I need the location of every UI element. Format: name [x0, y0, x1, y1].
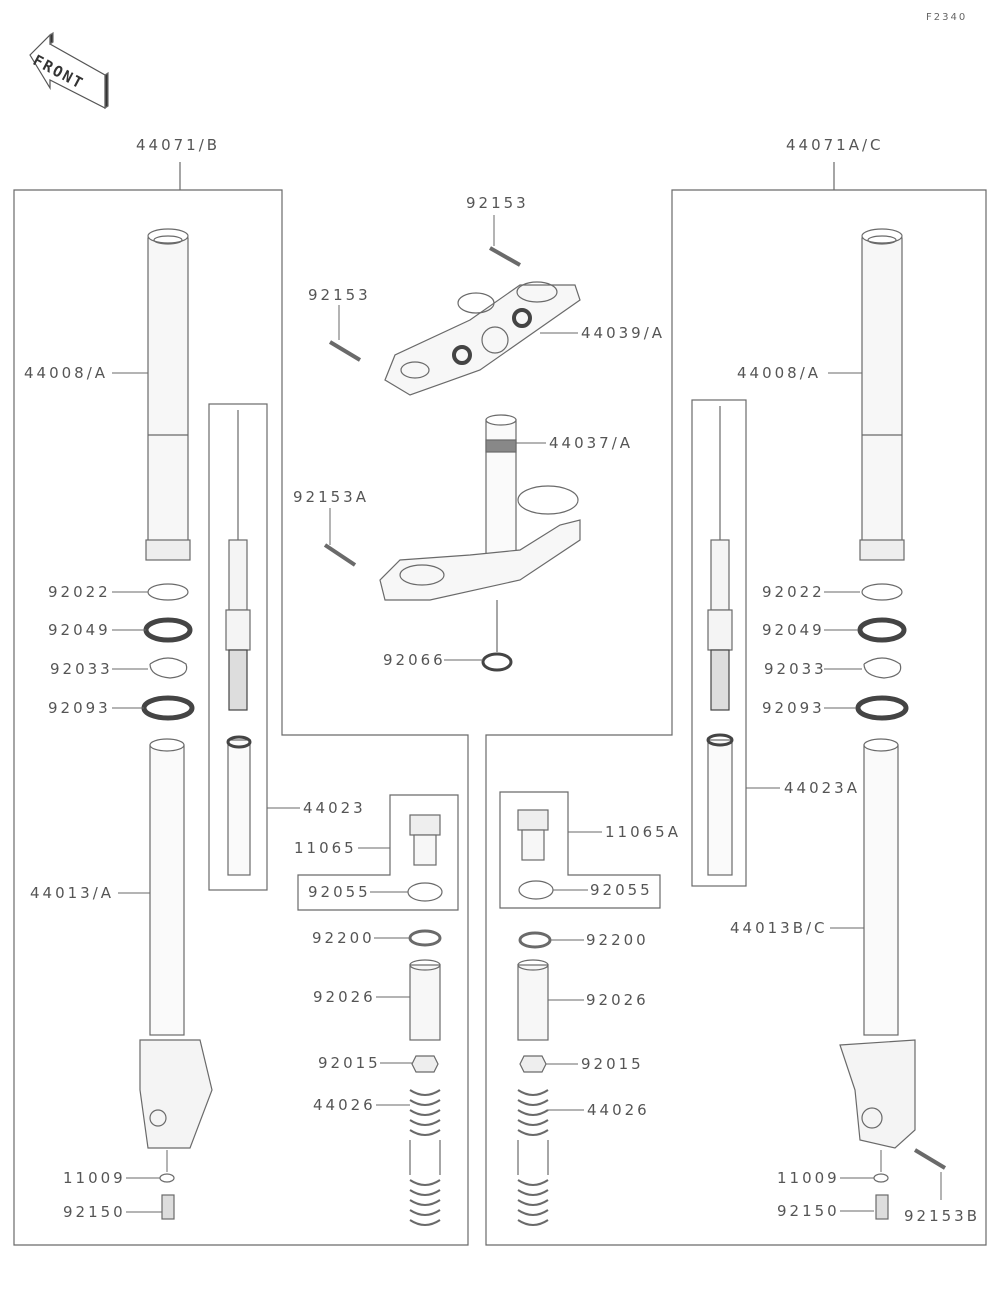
part-44026-right[interactable]: 44026 [587, 1101, 650, 1119]
part-92150-left[interactable]: 92150 [63, 1203, 126, 1221]
right-assembly-frame [485, 162, 987, 1246]
part-44023[interactable]: 44023 [303, 799, 366, 817]
part-92026-right[interactable]: 92026 [586, 991, 649, 1009]
part-44008-left[interactable]: 44008/A [24, 364, 109, 382]
part-11065[interactable]: 11065 [294, 839, 357, 857]
part-92093-right[interactable]: 92093 [762, 699, 825, 717]
left-assembly-frame [13, 162, 469, 1246]
part-92015-right[interactable]: 92015 [581, 1055, 644, 1073]
part-92033-left[interactable]: 92033 [50, 660, 113, 678]
steering-stem [379, 414, 581, 601]
left-damper-box [208, 403, 268, 891]
part-92033-right[interactable]: 92033 [764, 660, 827, 678]
part-44037[interactable]: 44037/A [549, 434, 634, 452]
part-44026-left[interactable]: 44026 [313, 1096, 376, 1114]
left-adjuster-box [297, 794, 459, 911]
part-92153-top[interactable]: 92153 [466, 194, 529, 212]
right-inner-tube [839, 738, 916, 1149]
part-92055-left[interactable]: 92055 [308, 883, 371, 901]
part-44023A[interactable]: 44023A [784, 779, 860, 797]
part-92026-left[interactable]: 92026 [313, 988, 376, 1006]
part-44013-left[interactable]: 44013/A [30, 884, 115, 902]
part-92153-left[interactable]: 92153 [308, 286, 371, 304]
part-92200-right[interactable]: 92200 [586, 931, 649, 949]
part-92200-left[interactable]: 92200 [312, 929, 375, 947]
right-adjuster-box [499, 791, 661, 909]
part-92153B[interactable]: 92153B [904, 1207, 981, 1225]
right-damper-box [691, 399, 747, 887]
part-44008-right[interactable]: 44008/A [737, 364, 822, 382]
left-outer-tube [145, 228, 191, 561]
part-44013-right[interactable]: 44013B/C [730, 919, 828, 937]
assembly-right-label[interactable]: 44071A/C [786, 136, 884, 154]
part-92049-left[interactable]: 92049 [48, 621, 111, 639]
part-92022-left[interactable]: 92022 [48, 583, 111, 601]
part-92049-right[interactable]: 92049 [762, 621, 825, 639]
figure-id: F2340 [926, 12, 968, 23]
part-11065A[interactable]: 11065A [605, 823, 681, 841]
front-arrow-icon [29, 31, 109, 110]
assembly-left-label[interactable]: 44071/B [136, 136, 221, 154]
part-92153A[interactable]: 92153A [293, 488, 369, 506]
part-92066[interactable]: 92066 [383, 651, 446, 669]
part-11009-left[interactable]: 11009 [63, 1169, 126, 1187]
part-44039[interactable]: 44039/A [581, 324, 666, 342]
stem-nut [481, 652, 513, 672]
part-92150-right[interactable]: 92150 [777, 1202, 840, 1220]
upper-triple-clamp [384, 281, 581, 396]
part-11009-right[interactable]: 11009 [777, 1169, 840, 1187]
right-outer-tube [859, 228, 905, 561]
part-92015-left[interactable]: 92015 [318, 1054, 381, 1072]
left-inner-tube [139, 738, 213, 1149]
part-92055-right[interactable]: 92055 [590, 881, 653, 899]
part-92093-left[interactable]: 92093 [48, 699, 111, 717]
part-92022-right[interactable]: 92022 [762, 583, 825, 601]
